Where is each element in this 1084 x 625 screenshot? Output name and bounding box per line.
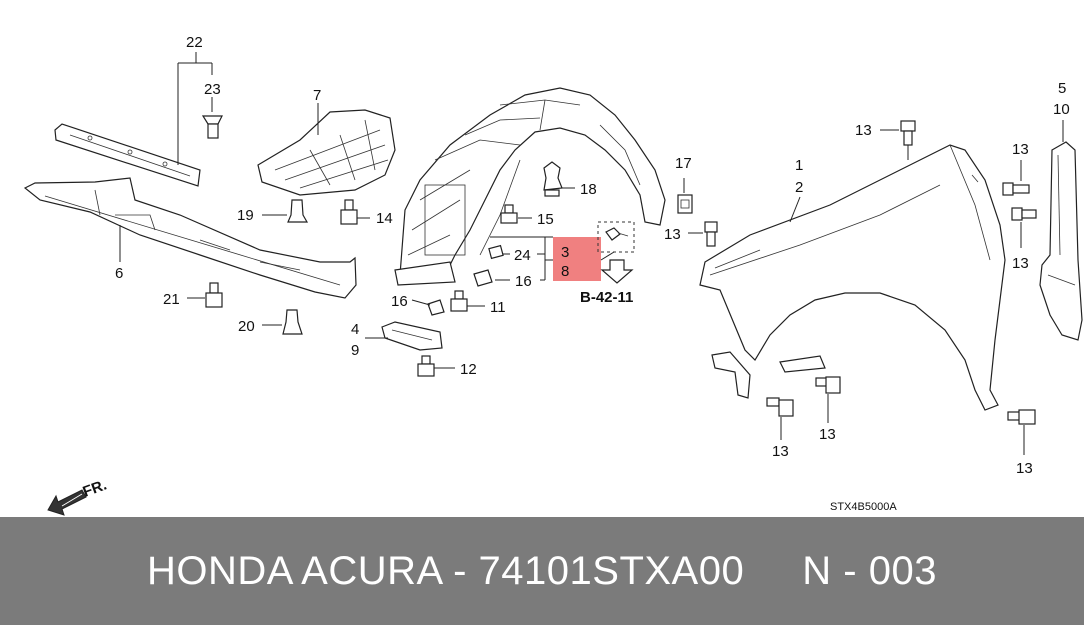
- highlight-part-3: 3: [561, 244, 569, 261]
- part-3-8-fender-liner: [394, 87, 666, 286]
- reference-page-label: B-42-11: [580, 289, 633, 306]
- part-19-clip: [287, 199, 309, 223]
- part-4-9-bracket: [381, 321, 443, 351]
- callout-13-bottom-b: 13: [819, 426, 836, 443]
- callout-15: 15: [537, 211, 554, 228]
- part-12-bolt: [417, 355, 435, 377]
- callout-19: 19: [237, 207, 254, 224]
- callout-11: 11: [490, 299, 506, 316]
- part-24-clip: [488, 244, 504, 260]
- callout-18: 18: [580, 181, 597, 198]
- callout-10: 10: [1053, 101, 1070, 118]
- ref-arrow: [600, 259, 634, 284]
- callout-1: 1: [795, 157, 803, 174]
- callout-13-top: 13: [855, 122, 872, 139]
- part-number-footer: HONDA ACURA - 74101STXA00 N - 003: [0, 517, 1084, 625]
- part-13-bolt-e: [766, 397, 794, 417]
- part-1-2-front-fender: [699, 144, 1006, 411]
- part-number-caption: HONDA ACURA - 74101STXA00 N - 003: [147, 548, 937, 593]
- callout-2: 2: [795, 179, 803, 196]
- part-7-splash-shield: [257, 109, 396, 196]
- part-18-clip: [543, 161, 563, 197]
- callout-6: 6: [115, 265, 123, 282]
- callout-22: 22: [186, 34, 203, 51]
- part-13-bolt-d: [1011, 207, 1037, 221]
- fender-parts-diagram: 22 23 7 6 19 14 21 20 15 24 16 16 11 4 9…: [23, 34, 1083, 516]
- callout-13: 13: [664, 226, 681, 243]
- highlight-part-8: 8: [561, 263, 569, 280]
- part-16-clip-b: [427, 299, 445, 316]
- callout-24: 24: [514, 247, 531, 264]
- part-13-bolt-b: [900, 120, 916, 146]
- part-13-bolt-c: [1002, 182, 1030, 196]
- part-5-10-side-trim: [1039, 141, 1083, 341]
- front-direction-label: FR.: [81, 477, 110, 501]
- part-14-bolt: [340, 199, 358, 225]
- callout-5: 5: [1058, 80, 1066, 97]
- part-20-clip: [282, 309, 303, 335]
- front-direction-arrow: [47, 489, 87, 516]
- part-17-nut: [677, 194, 693, 214]
- part-13-bolt-g: [1007, 409, 1036, 425]
- callout-16: 16: [515, 273, 532, 290]
- leader-16b: [411, 299, 431, 306]
- callout-13-bottom-a: 13: [772, 443, 789, 460]
- ref-detail-box: [597, 221, 635, 253]
- part-6-front-splash-shield: [23, 177, 357, 299]
- part-13-bolt-f: [815, 376, 841, 394]
- callout-13-right-top: 13: [1012, 141, 1029, 158]
- part-number-highlight: [553, 237, 601, 281]
- callout-12: 12: [460, 361, 477, 378]
- leader-1-2: [789, 196, 801, 223]
- diagram-reference-code: STX4B5000A: [830, 501, 897, 513]
- callout-20: 20: [238, 318, 255, 335]
- callout-13-bottom-c: 13: [1016, 460, 1033, 477]
- part-15-bolt: [500, 204, 518, 224]
- part-13-bolt-a: [704, 221, 718, 247]
- leader-ref: [600, 251, 615, 261]
- callout-14: 14: [376, 210, 393, 227]
- callout-17: 17: [675, 155, 692, 172]
- callout-16-b: 16: [391, 293, 408, 310]
- part-21-bolt: [205, 282, 223, 308]
- callout-7: 7: [313, 87, 321, 104]
- part-22-strip: [54, 123, 201, 187]
- part-11-bolt: [450, 290, 468, 312]
- callout-23: 23: [204, 81, 221, 98]
- callout-9: 9: [351, 342, 359, 359]
- part-23-clip: [201, 115, 223, 139]
- callout-21: 21: [163, 291, 180, 308]
- callout-4: 4: [351, 321, 359, 338]
- callout-13-right-mid: 13: [1012, 255, 1029, 272]
- part-16-clip-a: [473, 269, 493, 287]
